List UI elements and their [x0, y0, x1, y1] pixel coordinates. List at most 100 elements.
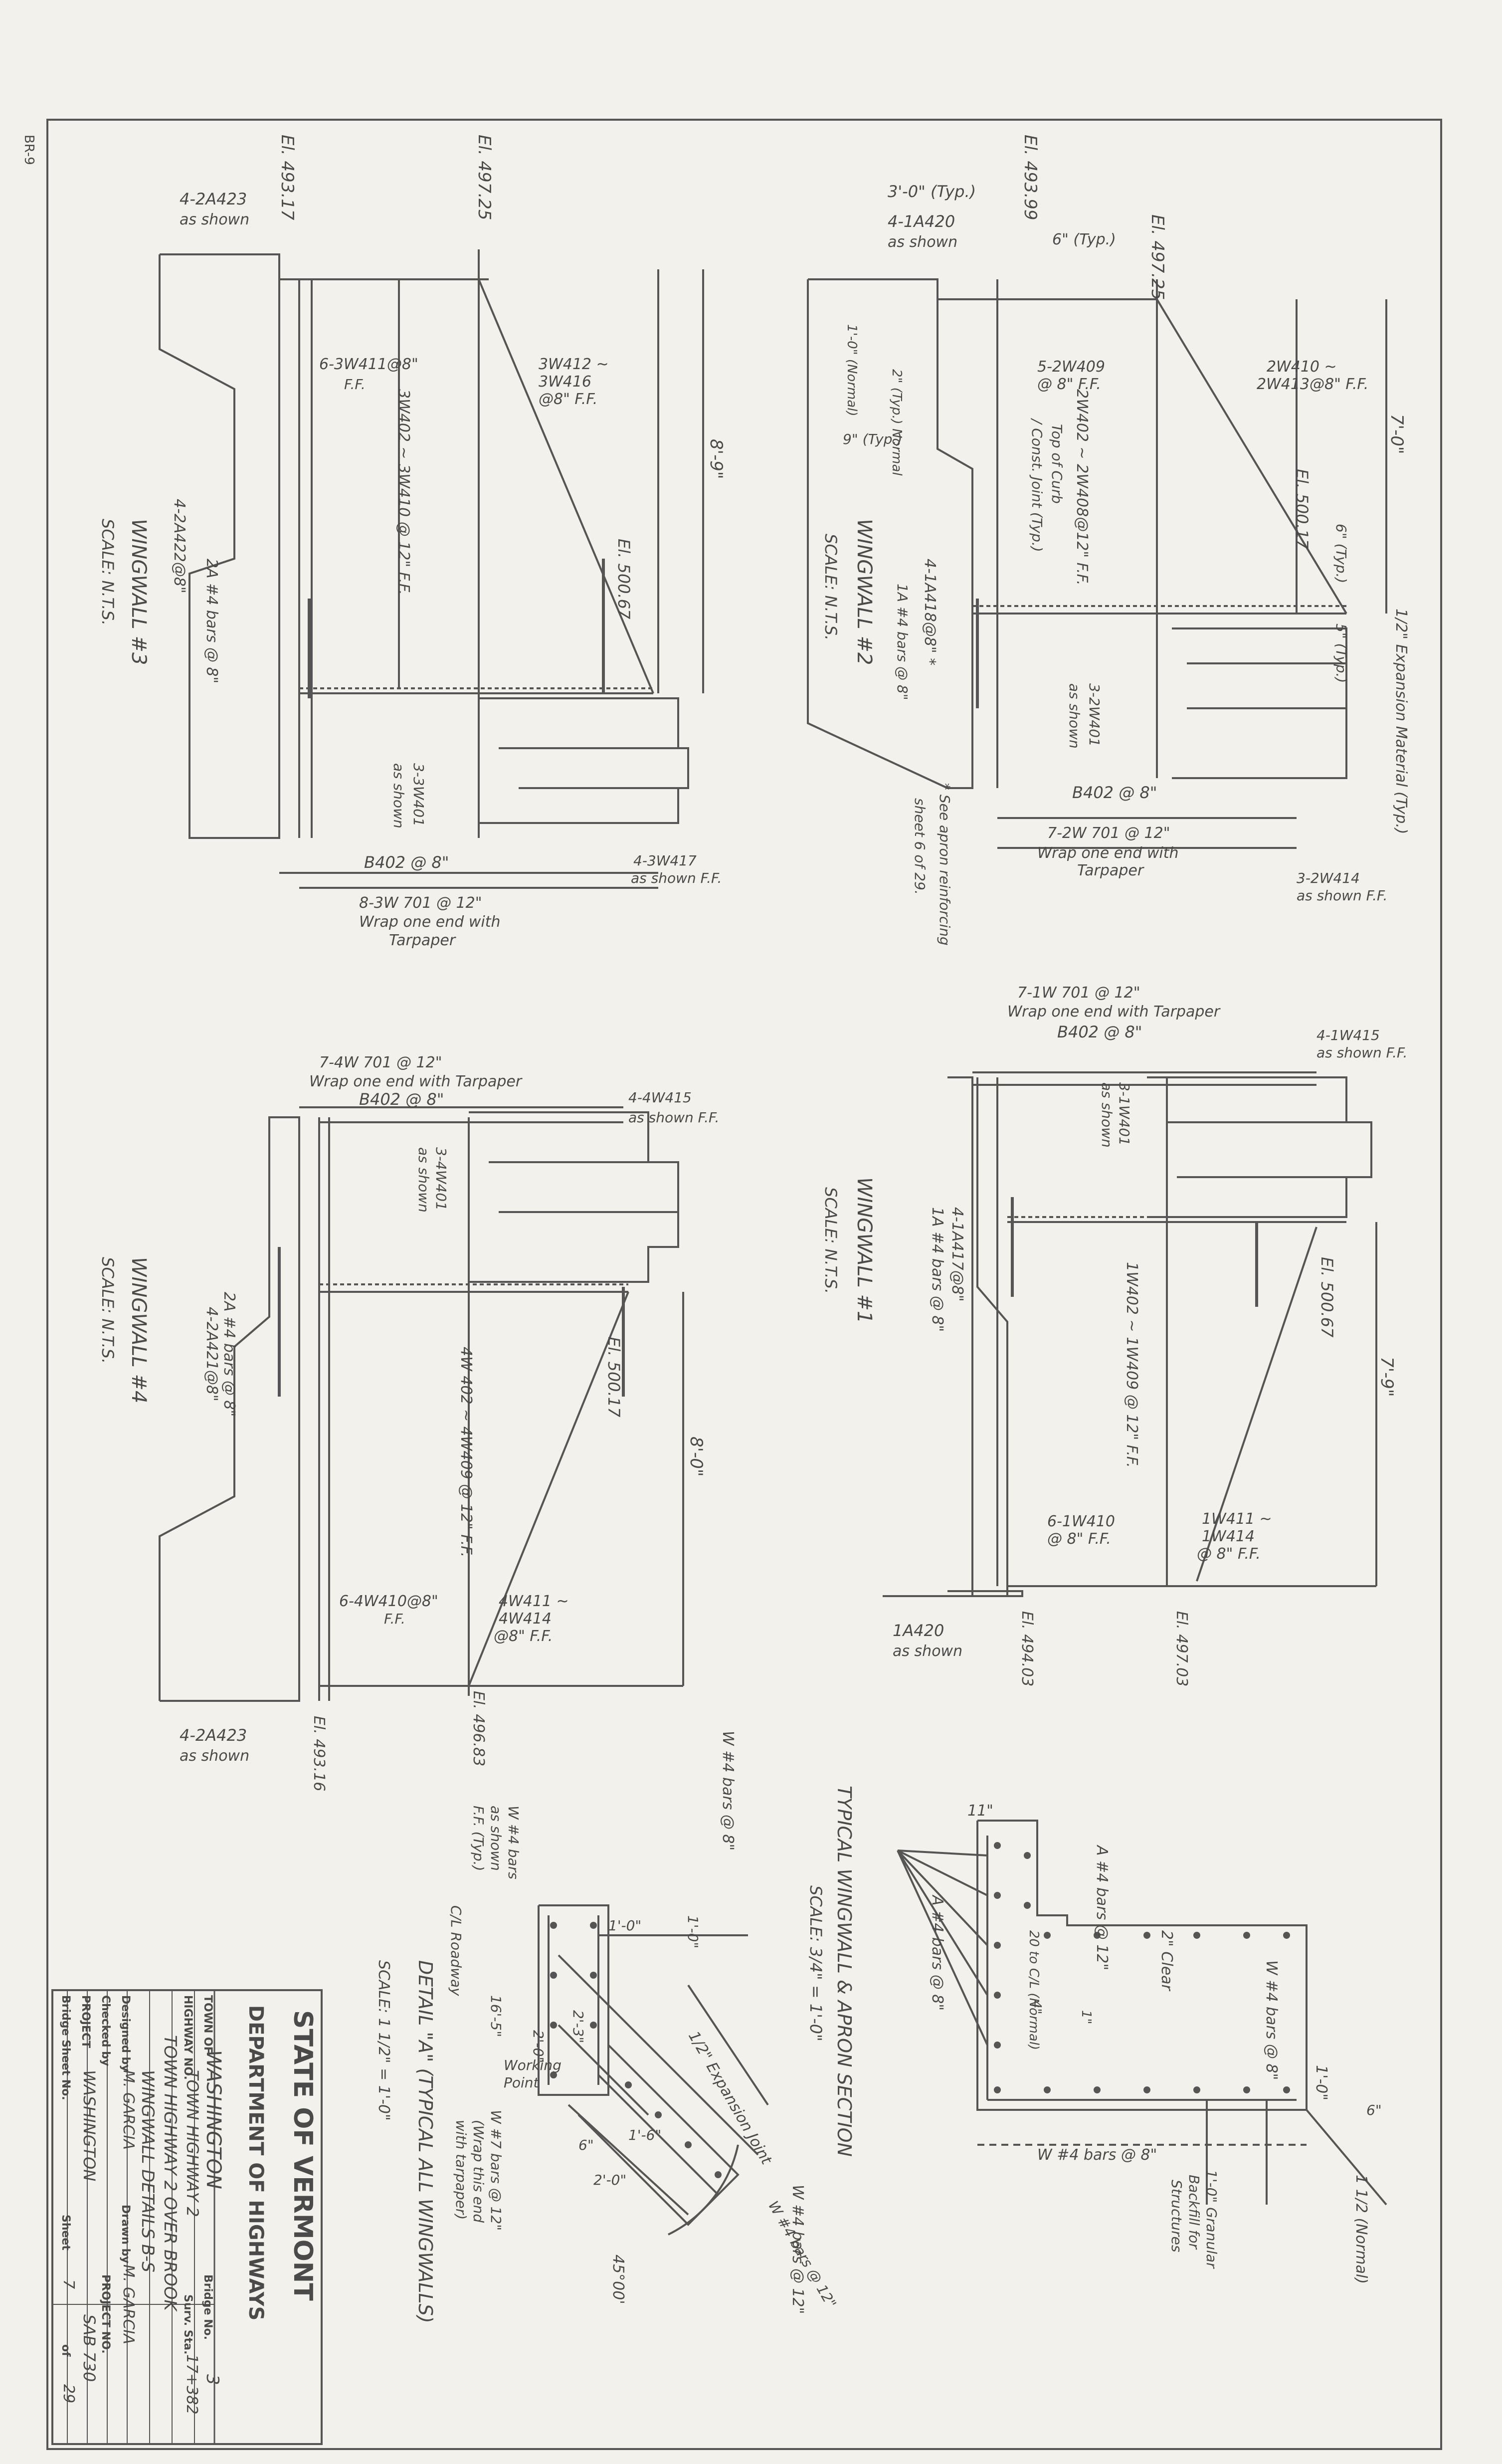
ww2-el-top-left: El. 493.99 — [1020, 135, 1040, 220]
typ-four-in: 4" — [1029, 2000, 1044, 2015]
ww2-curb: Top of Curb — [1049, 424, 1065, 504]
ww1-title: WINGWALL #1 — [853, 1177, 876, 1323]
tb-project: WASHINGTON — [80, 2070, 99, 2181]
ww1-scale: SCALE: N.T.S. — [821, 1187, 840, 1294]
tb-bridge-sheet-label: Bridge Sheet No. — [59, 1995, 72, 2100]
ww3-scale: SCALE: N.T.S. — [98, 519, 117, 625]
typ-granular1: 1'-0" Granular — [1203, 2170, 1220, 2269]
ww1-bars1: 4-1A417@8" — [948, 1207, 966, 1302]
ww4-wrap: Wrap one end with Tarpaper — [309, 1073, 523, 1090]
wingwall-1-labels: 7-1W 701 @ 12" Wrap one end with Tarpape… — [821, 984, 1407, 1686]
detail-a-dim-2-0b: 2'-0" — [593, 2172, 626, 2188]
ww4-bars1: 2A #4 bars @ 8" — [220, 1292, 238, 1417]
ww1-w415b: as shown F.F. — [1316, 1044, 1407, 1061]
typ-title: TYPICAL WINGWALL & APRON SECTION — [833, 1786, 855, 2157]
ww2-see1: * See apron reinforcing — [937, 783, 953, 946]
ww2-see2: sheet 6 of 29. — [912, 798, 928, 895]
detail-a-w4-8: W #4 bars @ 8" — [719, 1731, 737, 1850]
corner-mark: BR-9 — [21, 135, 36, 165]
ww4-b402: B402 @ 8" — [359, 1090, 444, 1109]
typical-section-rebar-dots — [994, 1842, 1290, 2093]
ww4-w401: 3-4W401 — [433, 1147, 449, 1211]
ww3-title: WINGWALL #3 — [127, 519, 150, 665]
ww1-a420: 1A420 — [893, 1621, 944, 1640]
ww4-w401b: as shown — [415, 1147, 432, 1213]
detail-a-w4-shown1: W #4 bars — [505, 1806, 522, 1879]
ww2-expansion: 1/2" Expansion Material (Typ.) — [1392, 609, 1410, 834]
ww3-bars-left: 2A #4 bars @ 8" — [203, 559, 220, 683]
ww1-w401: 3-1W401 — [1116, 1082, 1132, 1146]
tb-checked-label: Checked by — [99, 1995, 112, 2066]
ww2-typ30: 3'-0" (Typ.) — [888, 182, 976, 201]
ww2-wrap2: Tarpaper — [1077, 862, 1144, 879]
typ-a4-12: A #4 bars @ 12" — [1093, 1845, 1111, 1970]
ww1-w401b: as shown — [1099, 1082, 1115, 1148]
detail-a-title: DETAIL "A" (TYPICAL ALL WINGWALLS) — [414, 1960, 436, 2323]
detail-a-dim-2-3: 2'-3" — [570, 2010, 586, 2043]
ww2-scale: SCALE: N.T.S. — [821, 534, 840, 640]
typ-granular2: Backfill for — [1186, 2175, 1202, 2250]
typ-w4bars: W #4 bars @ 12" — [789, 2185, 806, 2314]
detail-a-w4-shown3: F.F. (Typ.) — [470, 1806, 487, 1871]
ww1-bars2: 1A #4 bars @ 8" — [929, 1207, 946, 1332]
typ-a4-8: A #4 bars @ 8" — [929, 1894, 946, 2011]
tb-designed: M. GARCIA — [120, 2070, 137, 2150]
detail-a-dim-16: 16'-5" — [488, 1995, 504, 2037]
tb-highway-label: HIGHWAY NO. — [182, 1995, 194, 2080]
ww1-el-right: El. 500.67 — [1317, 1257, 1336, 1338]
ww2-two-in: 2" (Typ.) Normal — [889, 369, 904, 476]
ww2-typ6: 6" (Typ.) — [1052, 231, 1116, 248]
ww3-wrap2: Tarpaper — [389, 932, 456, 949]
ww2-six-typ: 6" (Typ.) — [1333, 524, 1349, 583]
wingwall-2-detail — [807, 278, 1387, 849]
tb-project-no: SAB 730 — [80, 2314, 99, 2382]
ww2-w410b: 2W413@8" F.F. — [1257, 376, 1368, 393]
ww3-ff2b: 3W416 — [539, 373, 591, 391]
ww4-w411c: @8" F.F. — [494, 1628, 553, 1645]
ww3-bars-left2: 4-2A422@8" — [171, 499, 188, 594]
detail-a-angle: 45°00' — [609, 2255, 627, 2304]
ww4-dim: 8'-0" — [686, 1437, 706, 1477]
typical-section-detail — [897, 1820, 1387, 2206]
typ-clear2: 2" Clear — [1158, 1930, 1175, 1992]
ww4-w411b: 4W414 — [499, 1610, 552, 1628]
tb-line2: WINGWALL DETAILS B-S — [138, 2070, 158, 2272]
tb-of: 29 — [60, 2384, 77, 2403]
ww4-el-bot2: El. 493.16 — [310, 1716, 328, 1791]
ww3-w401: 3-3W401 — [410, 763, 427, 826]
tb-of-label: of — [59, 2344, 72, 2357]
detail-a-dim-6: 6" — [578, 2137, 594, 2153]
ww3-wrap1: Wrap one end with — [359, 913, 501, 931]
ww4-scale: SCALE: N.T.S. — [98, 1257, 117, 1364]
ww3-b402: B402 @ 8" — [364, 853, 449, 872]
ww4-el-bot1: El. 496.83 — [470, 1691, 487, 1766]
detail-a-dim-1-0b: 1'-0" — [685, 1915, 701, 1948]
ww4-title: WINGWALL #4 — [127, 1257, 150, 1403]
wingwall-3-labels: El. 493.17 El. 497.25 4-2A423 as shown 6… — [98, 135, 726, 949]
wingwall-4-detail — [159, 1106, 684, 1702]
ww3-el-top: El. 497.25 — [474, 135, 494, 220]
ww2-w701: 7-2W 701 @ 12" — [1047, 824, 1170, 842]
ww3-w701: 8-3W 701 @ 12" — [359, 894, 482, 912]
detail-a-dim-1-6: 1'-6" — [628, 2127, 661, 2143]
typ-w4-8b: W #4 bars @ 8" — [1037, 2146, 1157, 2164]
ww4-w701: 7-4W 701 @ 12" — [319, 1054, 442, 1071]
ww2-el-top: El. 497.25 — [1147, 214, 1167, 300]
ww3-vert: 3W402 ~ 3W410 @ 12" F.F. — [395, 389, 412, 595]
ww4-w410b: F.F. — [384, 1611, 405, 1627]
ww1-w701: 7-1W 701 @ 12" — [1017, 984, 1140, 1002]
ww4-w411: 4W411 ~ — [499, 1593, 569, 1610]
ww3-ff1b: F.F. — [344, 376, 366, 393]
detail-a-w7-1: W #7 bars @ 12" — [488, 2110, 504, 2231]
ww1-w410b: @ 8" F.F. — [1047, 1530, 1111, 1548]
wingwall-1-detail — [883, 1071, 1377, 1597]
ww2-el-right: El. 500.17 — [1293, 469, 1312, 550]
ww3-w417b: as shown F.F. — [631, 870, 722, 886]
ww1-b402: B402 @ 8" — [1057, 1023, 1142, 1041]
ww3-ff2c: @8" F.F. — [539, 391, 597, 408]
detail-a-dim-1-0: 1'-0" — [608, 1917, 641, 1934]
title-block: STATE OF VERMONT DEPARTMENT OF HIGHWAYS … — [51, 1989, 323, 2445]
ww2-w410: 2W410 ~ — [1267, 358, 1337, 376]
detail-a-w7-3: with tarpaper) — [453, 2120, 469, 2220]
ww3-bars-top: 4-2A423 — [180, 190, 247, 208]
